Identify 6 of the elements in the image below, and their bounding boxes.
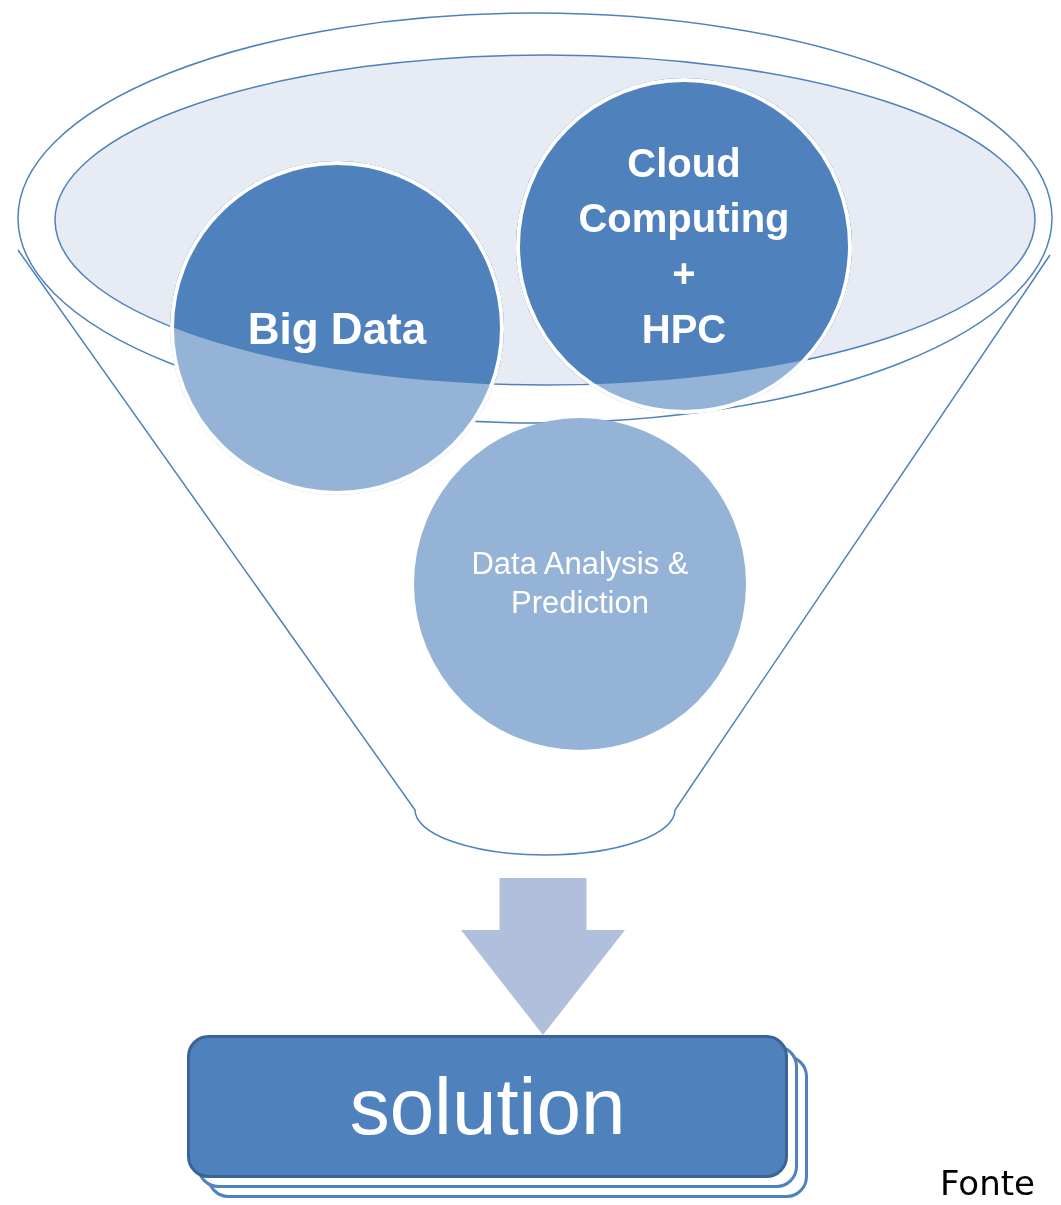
node-label: Cloud Computing + HPC (578, 139, 790, 353)
source-note: Fonte (940, 1163, 1035, 1203)
node-label: solution (349, 1060, 626, 1153)
arrow (461, 878, 625, 1035)
node-label: Big Data (246, 302, 428, 355)
node-label: Data Analysis & Prediction (470, 545, 690, 622)
